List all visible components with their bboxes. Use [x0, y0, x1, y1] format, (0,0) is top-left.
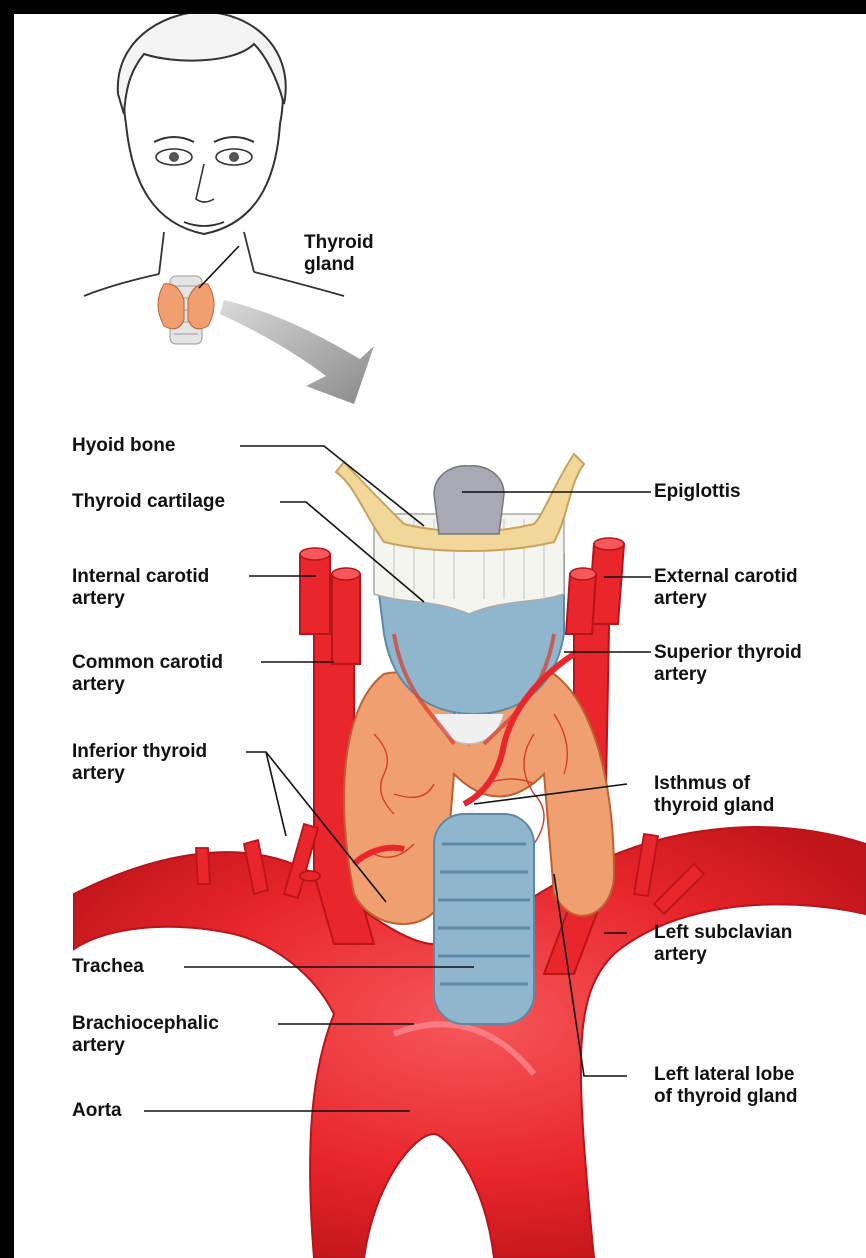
epiglottis [434, 466, 504, 534]
label-superior-thyroid-artery: Superior thyroid artery [654, 642, 802, 686]
label-common-carotid-artery: Common carotid artery [72, 652, 223, 696]
curved-arrow [220, 300, 374, 404]
label-left-lateral-lobe: Left lateral lobe of thyroid gland [654, 1064, 798, 1108]
label-thyroid-gland-inset: Thyroid gland [304, 232, 374, 276]
label-epiglottis: Epiglottis [654, 481, 741, 503]
label-aorta: Aorta [72, 1100, 122, 1122]
label-inferior-thyroid-artery: Inferior thyroid artery [72, 741, 207, 785]
label-external-carotid-artery: External carotid artery [654, 566, 798, 610]
trachea [434, 814, 534, 1024]
label-brachiocephalic-artery: Brachiocephalic artery [72, 1013, 219, 1057]
illustration-panel: Thyroid gland Hyoid bone Thyroid cartila… [14, 14, 866, 1258]
label-trachea: Trachea [72, 956, 144, 978]
label-isthmus-of-thyroid-gland: Isthmus of thyroid gland [654, 773, 774, 817]
head-inset [84, 14, 344, 344]
label-hyoid-bone: Hyoid bone [72, 435, 175, 457]
label-left-subclavian-artery: Left subclavian artery [654, 922, 792, 966]
label-internal-carotid-artery: Internal carotid artery [72, 566, 209, 610]
label-thyroid-cartilage: Thyroid cartilage [72, 491, 225, 513]
